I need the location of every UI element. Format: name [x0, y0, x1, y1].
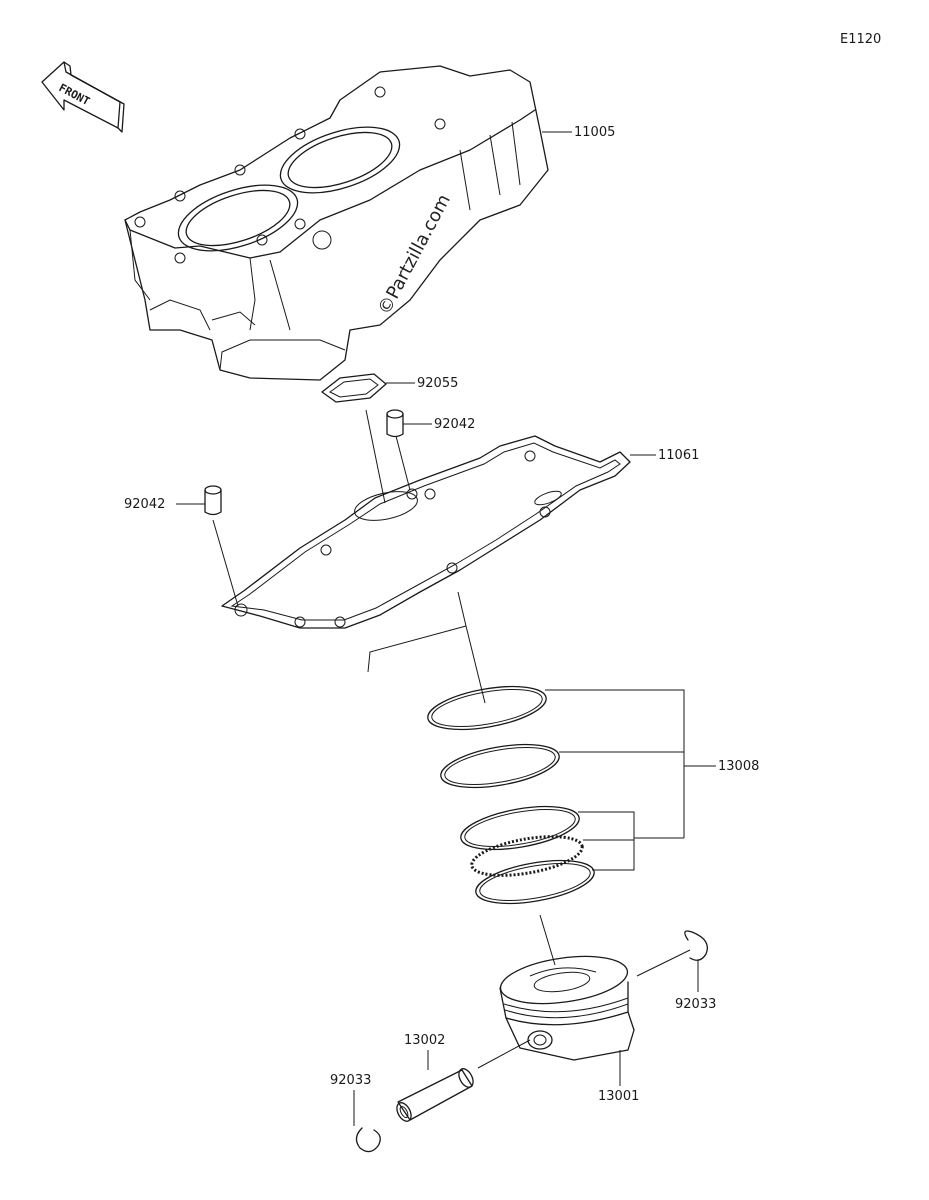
- cylinder-block[interactable]: [124, 65, 549, 381]
- piston-ring-top[interactable]: [425, 679, 550, 737]
- part-number-92033-left[interactable]: 92033: [330, 1073, 371, 1088]
- oil-ring-rail-lower[interactable]: [473, 853, 598, 911]
- oil-ring-expander[interactable]: [469, 830, 585, 883]
- piston-ring-second[interactable]: [438, 737, 563, 795]
- piston-pin[interactable]: [394, 1066, 476, 1123]
- oring-92055[interactable]: [321, 373, 387, 403]
- cylinder-gasket[interactable]: [221, 435, 631, 629]
- circlip-right[interactable]: [684, 930, 709, 961]
- diagram-code: E1120: [840, 32, 881, 47]
- part-number-13001[interactable]: 13001: [598, 1089, 639, 1104]
- dowel-pin-left[interactable]: [204, 485, 222, 516]
- part-number-92042-left[interactable]: 92042: [124, 497, 165, 512]
- front-label: FRONT: [57, 81, 93, 108]
- dowel-pin-upper[interactable]: [386, 409, 404, 438]
- oil-ring-rail-upper[interactable]: [458, 799, 583, 857]
- part-number-92042-upper[interactable]: 92042: [434, 417, 475, 432]
- part-number-92033-right[interactable]: 92033: [675, 997, 716, 1012]
- part-number-92055[interactable]: 92055: [417, 376, 458, 391]
- part-number-11005[interactable]: 11005: [574, 125, 615, 140]
- piston[interactable]: [498, 949, 635, 1061]
- part-number-13002[interactable]: 13002: [404, 1033, 445, 1048]
- watermark-text: ©Partzilla.com: [374, 191, 455, 318]
- circlip-left[interactable]: [355, 1127, 381, 1153]
- part-number-13008[interactable]: 13008: [718, 759, 759, 774]
- part-number-11061[interactable]: 11061: [658, 448, 699, 463]
- front-arrow-icon: FRONT: [41, 61, 125, 133]
